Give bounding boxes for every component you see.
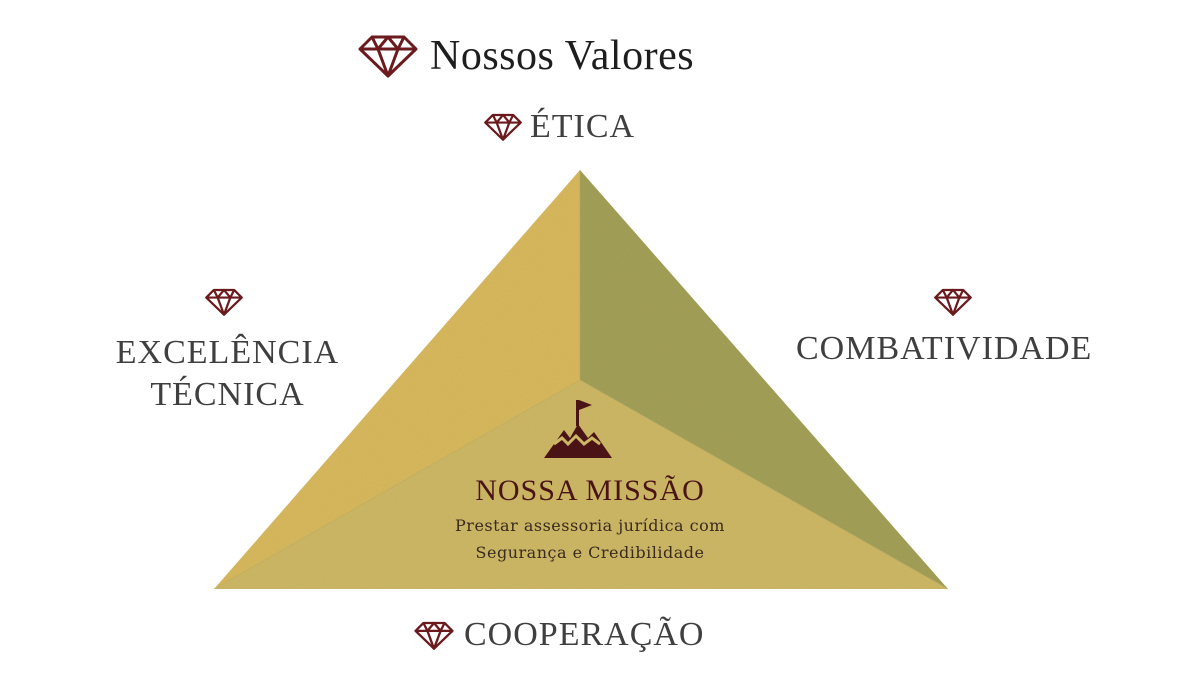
value-label-cooperacao: COOPERAÇÃO <box>464 616 705 653</box>
mission-line-2: Segurança e Credibilidade <box>475 543 705 562</box>
value-cooperacao: COOPERAÇÃO <box>414 618 704 652</box>
mission-line-1: Prestar assessoria jurídica com <box>455 516 725 535</box>
page-title: Nossos Valores <box>430 33 695 79</box>
diamond-icon <box>934 288 972 316</box>
value-excelencia-tecnica: EXCELÊNCIA TÉCNICA <box>110 332 345 416</box>
value-label-etica: ÉTICA <box>530 108 636 145</box>
value-etica: ÉTICA <box>484 110 635 144</box>
mountain-flag-icon <box>540 398 616 466</box>
mission-title: NOSSA MISSÃO <box>475 474 705 507</box>
mission-description: Prestar assessoria jurídica com Seguranç… <box>400 512 780 566</box>
diamond-icon <box>205 288 243 316</box>
value-label-combatividade: COMBATIVIDADE <box>796 330 1093 367</box>
diamond-icon <box>484 113 522 141</box>
value-label-excelencia-line2: TÉCNICA <box>150 376 305 413</box>
diamond-icon <box>358 34 418 78</box>
value-label-excelencia-line1: EXCELÊNCIA <box>115 334 340 371</box>
diamond-icon <box>414 621 454 650</box>
page-header: Nossos Valores <box>358 28 694 84</box>
